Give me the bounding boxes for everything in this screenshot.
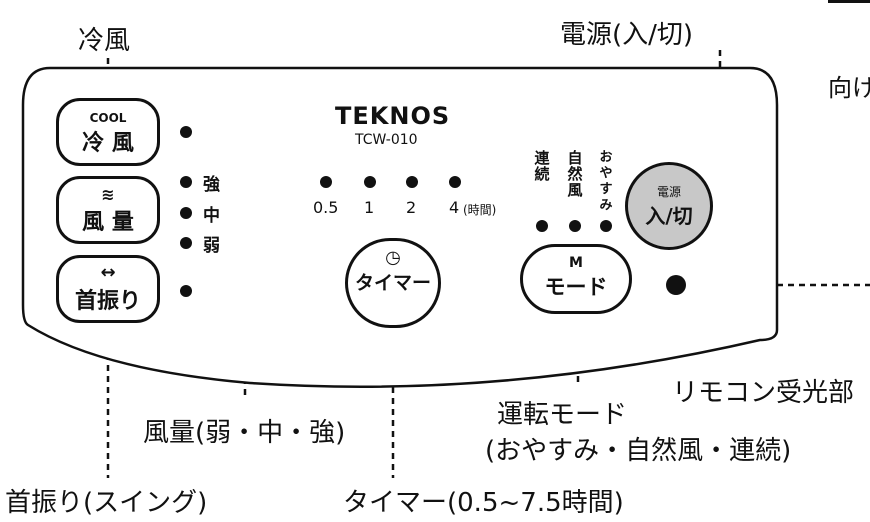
- brand-name: TEKNOS: [335, 102, 451, 130]
- swing-button[interactable]: ↔ 首振り: [56, 255, 160, 323]
- timer-indicator-0-5: [320, 176, 332, 188]
- volume-indicator-strong: [180, 176, 192, 188]
- swing-button-label: 首振り: [74, 289, 141, 314]
- volume-button[interactable]: ≋ 風 量: [56, 176, 160, 244]
- timer-level-4: 4: [449, 198, 460, 217]
- wind-icon: ≋: [101, 185, 115, 204]
- power-button-top: 電源: [656, 185, 681, 199]
- timer-indicator-4: [449, 176, 461, 188]
- volume-level-medium: 中: [203, 206, 220, 226]
- swing-indicator: [180, 285, 192, 297]
- timer-unit: (時間): [463, 203, 497, 217]
- callout-volume: 風量(弱・中・強): [143, 418, 346, 448]
- mode-label-continuous: 連続: [534, 149, 550, 183]
- mode-button-label: モード: [544, 275, 608, 299]
- mode-label-natural: 自然風: [567, 149, 583, 199]
- cool-button[interactable]: COOL 冷 風: [56, 98, 160, 166]
- volume-indicator-weak: [180, 237, 192, 249]
- mode-indicator-natural: [569, 220, 581, 232]
- callout-mode: 運転モード: [497, 400, 628, 430]
- timer-level-0-5: 0.5: [313, 198, 339, 217]
- timer-button-label: タイマー: [354, 272, 431, 294]
- callout-cool: 冷風: [78, 26, 131, 56]
- callout-receiver: リモコン受光部: [672, 378, 855, 408]
- clock-icon: ◷: [385, 247, 401, 268]
- corner-line: [828, 0, 870, 3]
- callout-timer: タイマー(0.5~7.5時間): [343, 488, 624, 518]
- callout-direction-partial: 向け: [828, 74, 870, 102]
- volume-indicator-medium: [180, 207, 192, 219]
- power-button-label: 入/切: [645, 204, 693, 228]
- mode-indicator-sleep: [600, 220, 612, 232]
- model-number: TCW-010: [355, 132, 418, 148]
- callout-power: 電源(入/切): [560, 20, 694, 50]
- mode-button[interactable]: M モード: [520, 244, 632, 314]
- mode-label-sleep: おやすみ: [599, 150, 613, 213]
- mode-indicator-continuous: [536, 220, 548, 232]
- timer-level-2: 2: [406, 198, 417, 217]
- remote-receiver: [666, 275, 686, 295]
- timer-button[interactable]: ◷ タイマー: [345, 238, 441, 328]
- callout-swing: 首振り(スイング): [5, 488, 208, 518]
- volume-button-label: 風 量: [82, 210, 134, 235]
- timer-indicator-1: [364, 176, 376, 188]
- power-button[interactable]: 電源 入/切: [625, 162, 713, 250]
- callout-mode-sub: (おやすみ・自然風・連続): [485, 436, 792, 466]
- timer-indicator-2: [406, 176, 418, 188]
- timer-level-1: 1: [364, 198, 375, 217]
- mode-button-top: M: [569, 255, 583, 271]
- cool-button-top: COOL: [89, 111, 127, 125]
- volume-level-weak: 弱: [203, 236, 220, 256]
- cool-button-label: 冷 風: [82, 131, 134, 156]
- volume-level-strong: 強: [203, 175, 220, 195]
- cool-indicator: [180, 126, 192, 138]
- swing-arrow-icon: ↔: [100, 262, 116, 283]
